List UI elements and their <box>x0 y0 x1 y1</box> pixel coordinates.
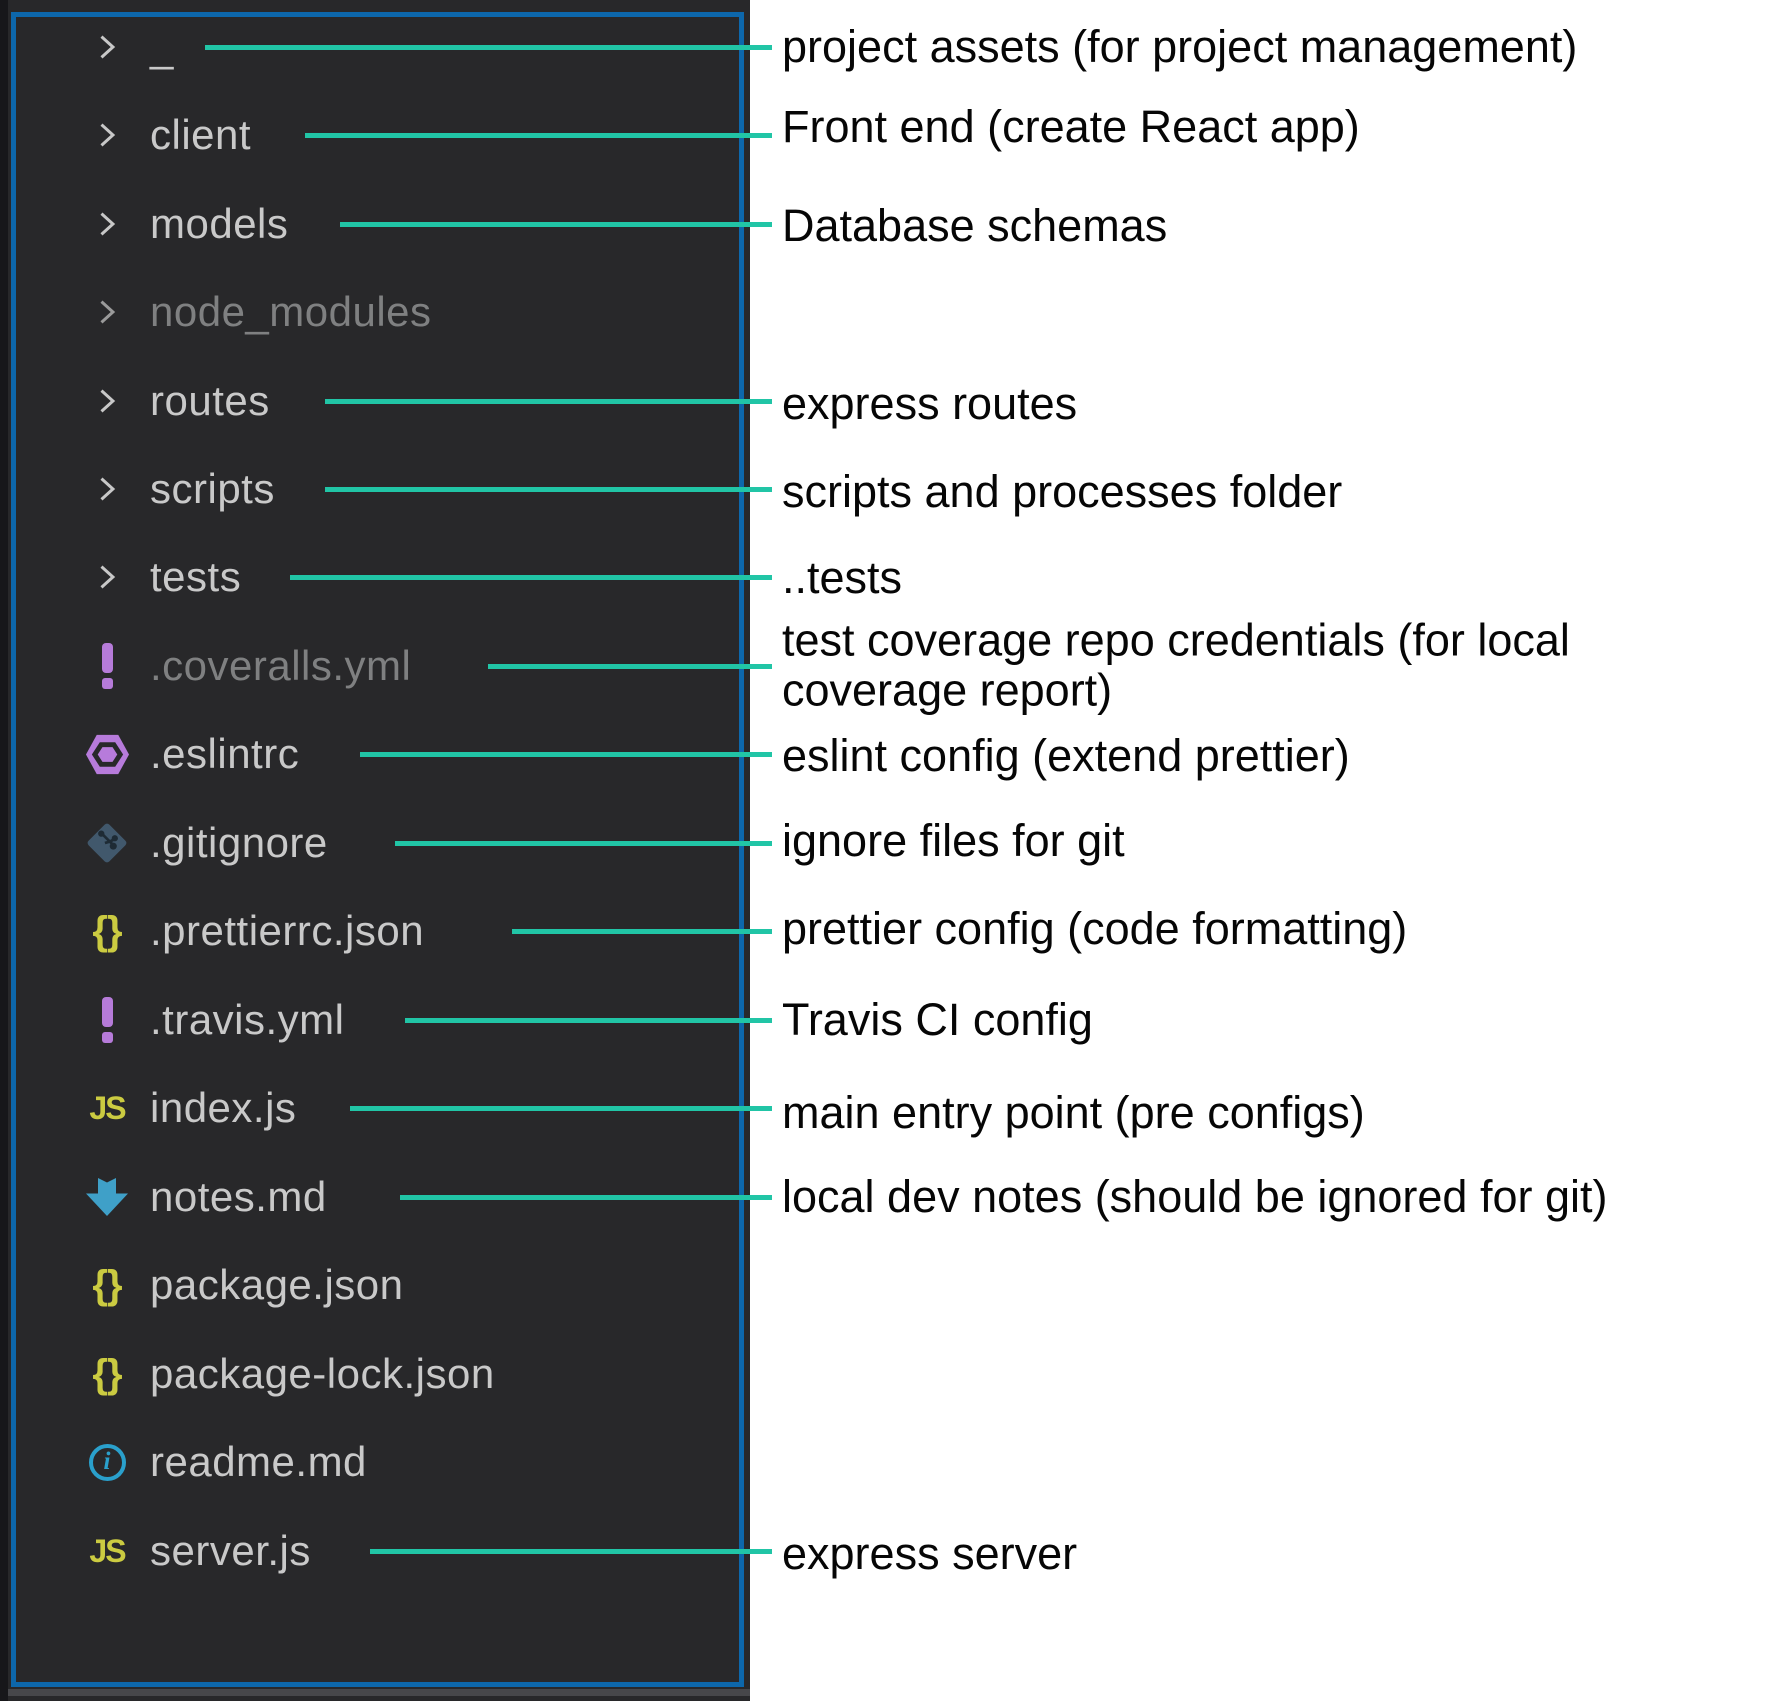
js-icon: JS <box>89 1090 126 1126</box>
annotation-tests: ..tests <box>782 551 903 603</box>
connector-line <box>405 1018 772 1023</box>
connector-line <box>370 1549 772 1554</box>
tree-item-eslintrc[interactable]: .eslintrc <box>0 710 750 798</box>
connector-line <box>325 399 772 404</box>
explorer-panel: _ client models node_modules routes scri… <box>0 0 750 1701</box>
connector-line <box>340 222 772 227</box>
tree-item-routes[interactable]: routes <box>0 357 750 445</box>
git-icon <box>68 819 146 867</box>
annotation-index-js: main entry point (pre configs) <box>782 1086 1365 1138</box>
tree-item-scripts[interactable]: scripts <box>0 445 750 533</box>
tree-item-label: .gitignore <box>150 819 328 866</box>
annotation-scripts: scripts and processes folder <box>782 465 1343 517</box>
connector-line <box>350 1106 772 1111</box>
annotation-front-end: Front end (create React app) <box>782 100 1360 152</box>
connector-line <box>488 664 772 669</box>
tree-item-models[interactable]: models <box>0 180 750 268</box>
tree-item-coveralls-yml[interactable]: .coveralls.yml <box>0 622 750 710</box>
markdown-arrow-icon <box>68 1177 146 1217</box>
tree-item-prettierrc-json[interactable]: {} .prettierrc.json <box>0 887 750 975</box>
yaml-warning-icon <box>68 643 146 689</box>
annotation-db-schemas: Database schemas <box>782 199 1168 251</box>
tree-item-underscore[interactable]: _ <box>0 3 750 91</box>
connector-line <box>395 841 772 846</box>
tree-item-label: node_modules <box>150 288 432 335</box>
tree-item-label: package-lock.json <box>150 1350 495 1397</box>
tree-item-travis-yml[interactable]: .travis.yml <box>0 976 750 1064</box>
tree-item-label: notes.md <box>150 1173 327 1220</box>
tree-item-label: .eslintrc <box>150 730 300 777</box>
json-braces-icon: {} <box>92 909 122 953</box>
tree-item-label: models <box>150 200 289 247</box>
panel-focus-border <box>11 12 744 1687</box>
info-icon: i <box>68 1443 146 1481</box>
tree-item-node-modules[interactable]: node_modules <box>0 268 750 356</box>
json-braces-icon: {} <box>92 1263 122 1307</box>
json-braces-icon: {} <box>92 1352 122 1396</box>
tree-item-notes-md[interactable]: notes.md <box>0 1153 750 1241</box>
tree-item-label: package.json <box>150 1261 404 1308</box>
tree-item-label: .prettierrc.json <box>150 907 425 954</box>
connector-line <box>512 929 772 934</box>
tree-item-server-js[interactable]: JS server.js <box>0 1507 750 1595</box>
tree-item-package-lock-json[interactable]: {} package-lock.json <box>0 1330 750 1418</box>
chevron-right-icon[interactable] <box>68 472 146 506</box>
tree-item-label: scripts <box>150 465 275 512</box>
js-icon: JS <box>89 1533 126 1569</box>
tree-item-label: .coveralls.yml <box>150 642 412 689</box>
tree-item-readme-md[interactable]: i readme.md <box>0 1418 750 1506</box>
tree-item-client[interactable]: client <box>0 91 750 179</box>
annotation-express-routes: express routes <box>782 377 1078 429</box>
panel-left-edge <box>0 0 8 1701</box>
annotation-eslint: eslint config (extend prettier) <box>782 729 1350 781</box>
chevron-right-icon[interactable] <box>68 295 146 329</box>
connector-line <box>305 133 772 138</box>
chevron-right-icon[interactable] <box>68 384 146 418</box>
chevron-right-icon[interactable] <box>68 118 146 152</box>
connector-line <box>290 575 772 580</box>
chevron-right-icon[interactable] <box>68 30 146 64</box>
connector-line <box>325 487 772 492</box>
tree-item-index-js[interactable]: JS index.js <box>0 1064 750 1152</box>
tree-item-label: readme.md <box>150 1438 367 1485</box>
connector-line <box>205 45 772 50</box>
chevron-right-icon[interactable] <box>68 560 146 594</box>
tree-item-label: tests <box>150 553 242 600</box>
tree-item-label: server.js <box>150 1527 311 1574</box>
tree-item-label: client <box>150 111 252 158</box>
tree-item-label: .travis.yml <box>150 996 345 1043</box>
annotation-express-server: express server <box>782 1527 1078 1579</box>
annotation-coveralls: test coverage repo credentials (for loca… <box>782 614 1570 716</box>
annotation-project-assets: project assets (for project management) <box>782 20 1578 72</box>
tree-item-package-json[interactable]: {} package.json <box>0 1241 750 1329</box>
chevron-right-icon[interactable] <box>68 207 146 241</box>
connector-line <box>360 752 772 757</box>
connector-line <box>400 1195 772 1200</box>
tree-item-tests[interactable]: tests <box>0 533 750 621</box>
eslint-icon <box>68 732 146 777</box>
tree-item-label: _ <box>150 23 174 70</box>
annotation-prettier: prettier config (code formatting) <box>782 902 1408 954</box>
tree-item-gitignore[interactable]: .gitignore <box>0 799 750 887</box>
annotation-notes-md: local dev notes (should be ignored for g… <box>782 1170 1608 1222</box>
tree-item-label: index.js <box>150 1084 297 1131</box>
yaml-warning-icon <box>68 997 146 1043</box>
annotation-travis: Travis CI config <box>782 993 1093 1045</box>
panel-bottom-strip <box>8 1689 750 1696</box>
tree-item-label: routes <box>150 377 270 424</box>
annotation-gitignore: ignore files for git <box>782 814 1125 866</box>
